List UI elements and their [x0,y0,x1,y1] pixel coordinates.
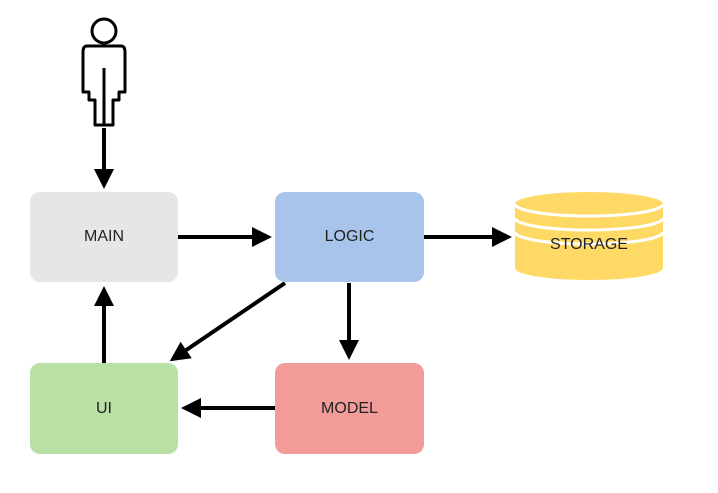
model-node-label: MODEL [321,399,378,417]
storage-cylinder-icon [513,192,665,280]
main-node: MAIN [30,192,178,282]
logic-node-label: LOGIC [324,228,375,245]
ui-node: UI [30,363,178,454]
storage-node-label: STORAGE [550,236,628,253]
logic-node: LOGIC [275,192,424,282]
ui-node-label: UI [96,399,112,417]
user-actor-icon [81,17,127,127]
edge-logic-to-ui [169,281,287,362]
main-node-label: MAIN [84,228,124,245]
model-node: MODEL [275,363,424,454]
